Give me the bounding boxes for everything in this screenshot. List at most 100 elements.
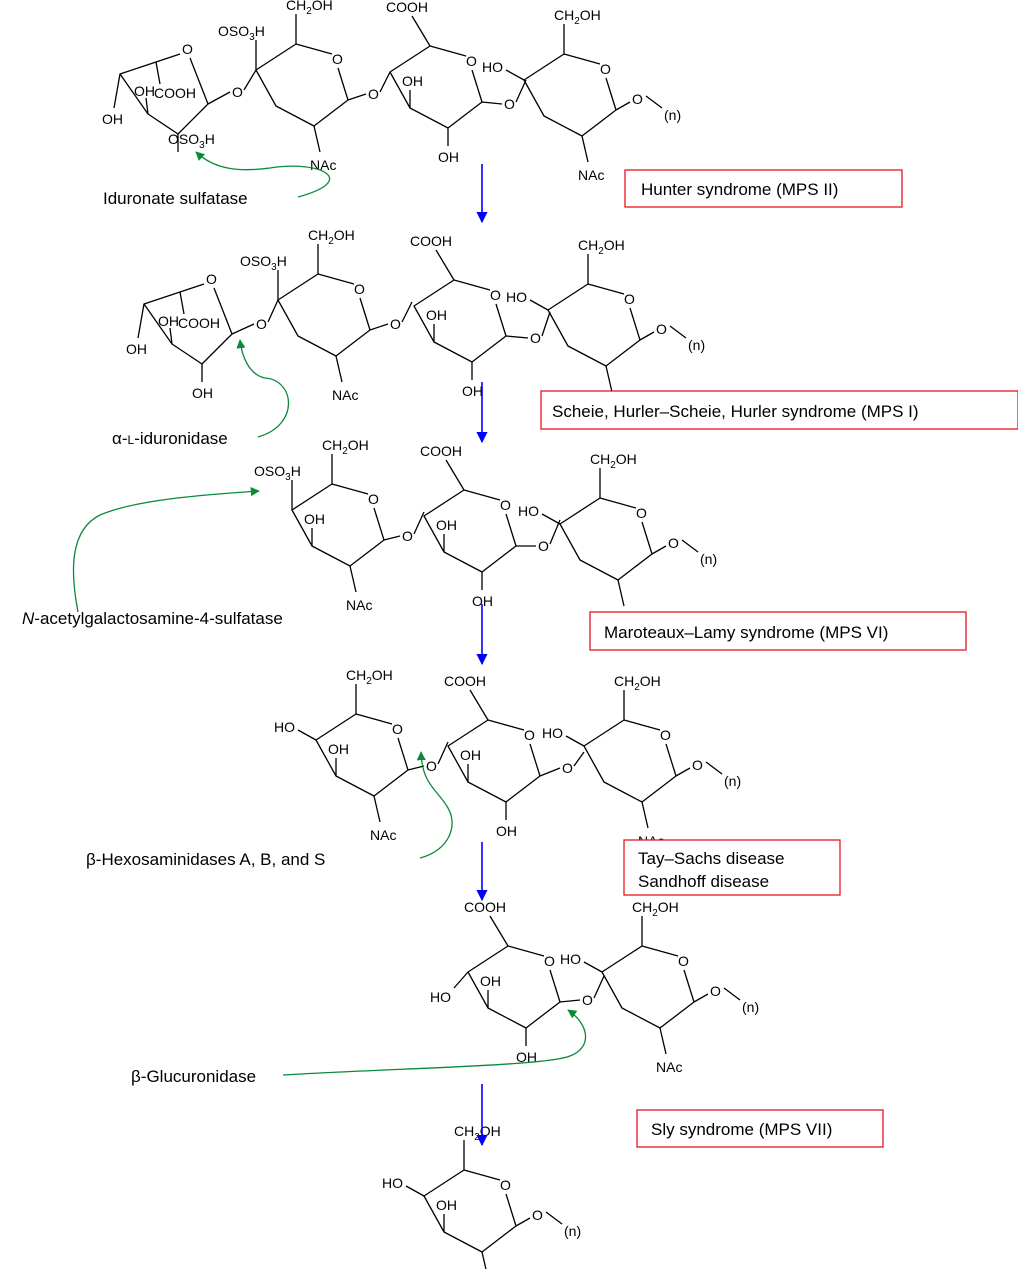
s5-galnac-nac: NAc — [656, 1059, 682, 1075]
s1-ido-oso3h: OSO3H — [168, 131, 215, 151]
s4-galnac2-ring — [583, 719, 677, 803]
s2-galnac-ring — [277, 273, 371, 357]
s2-galnac2-chain-n: (n) — [688, 337, 705, 353]
s2-ido-c4oh — [137, 303, 145, 339]
disease-box-mps1 — [540, 390, 1018, 430]
s3-galnac2-ch2oh: CH2OH — [590, 451, 637, 471]
s3-glca-c3-oh: OH — [436, 517, 457, 533]
s1-ido-c4oh — [113, 73, 121, 109]
s1-galnac2-ring — [523, 53, 617, 137]
s2-galnac2-chain — [639, 325, 687, 341]
s4-galnac-nac: NAc — [370, 827, 396, 843]
enzyme-galnac4s: N-acetylgalactosamine-4-sulfatase — [22, 609, 283, 628]
s6-galnac-ring — [423, 1169, 517, 1253]
s2-ido-c2-oh: OH — [192, 385, 213, 401]
s3-galnac-oso3h: OSO3H — [254, 463, 301, 483]
s4-l2-link — [539, 751, 585, 777]
s5-glca-ring — [467, 945, 561, 1029]
s2-galnac-oso3h: OSO3H — [240, 253, 287, 273]
s5-galnac-c4sub — [583, 961, 603, 973]
s2-ido-c3oh — [169, 327, 173, 345]
s2-ido-ring-o: O — [206, 271, 217, 287]
s5-glca-c4ho — [453, 971, 469, 989]
s1-l1-link-o: O — [232, 84, 243, 100]
s3-glca-ring — [423, 489, 517, 573]
s4-glca-cooh: COOH — [444, 673, 486, 689]
s4-glca-ring — [447, 719, 541, 803]
s3-galnac2-chain-o: O — [668, 535, 679, 551]
s1-ido-c4-oh: OH — [102, 111, 123, 127]
s5-galnac-ch2oh: CH2OH — [632, 899, 679, 919]
s1-galnac2-ch2oh: CH2OH — [554, 7, 601, 27]
s6-galnac-chain — [515, 1211, 563, 1227]
s1-galnac2-nac: NAc — [578, 167, 604, 183]
s6-galnac-c4-ho: HO — [382, 1175, 403, 1191]
s5-galnac-c2sub — [659, 1027, 667, 1055]
s4-galnac-c3-oh: OH — [328, 741, 349, 757]
s3-glca-c2-oh: OH — [472, 593, 493, 609]
s1-galnac2-chain — [615, 95, 663, 111]
s6-galnac-chain-n: (n) — [564, 1223, 581, 1239]
s3-l2-link-o: O — [538, 538, 549, 554]
enzyme-arrow-glucuronidase — [282, 1009, 587, 1076]
s1-l1-link — [207, 69, 257, 105]
disease-mps7: Sly syndrome (MPS VII) — [651, 1120, 832, 1139]
s3-galnac2-c2sub — [617, 579, 625, 607]
s2-galnac2-ring — [547, 283, 641, 367]
s1-galnac-oso3h: OSO3H — [218, 23, 265, 43]
enzyme-glucuronidase: β-Glucuronidase — [131, 1067, 256, 1086]
s2-glca-cooh: COOH — [410, 233, 452, 249]
s2-ido-ring — [143, 283, 233, 365]
s3-glca-ring-o: O — [500, 497, 511, 513]
s2-glca-ring-o: O — [490, 287, 501, 303]
s1-galnac2-c4-ho: HO — [482, 59, 503, 75]
s4-galnac2-chain-n: (n) — [724, 773, 741, 789]
s2-galnac-c2sub — [335, 355, 343, 383]
s2-l3-link — [505, 311, 551, 339]
s5-l1-link — [559, 975, 605, 1003]
s4-galnac2-ch2oh: CH2OH — [614, 673, 661, 693]
s5-galnac-ring — [601, 945, 695, 1029]
s1-l3-link — [481, 79, 527, 105]
disease-box-mps2 — [624, 169, 903, 208]
enzyme-galnac4s-rest: -acetylgalactosamine-4-sulfatase — [34, 609, 283, 628]
s5-galnac-chain-n: (n) — [742, 999, 759, 1015]
s1-galnac2-ring-o: O — [600, 61, 611, 77]
s3-galnac-ring-o: O — [368, 491, 379, 507]
s5-glca-cooh: COOH — [464, 899, 506, 915]
s3-l2-link — [516, 519, 561, 547]
molecule-structures — [113, 14, 741, 1269]
s1-galnac-ring — [255, 43, 349, 127]
s2-ido-cooh: COOH — [178, 315, 220, 331]
enzyme-galnac4s-n: N — [22, 609, 35, 628]
enzyme-arrow-hexosaminidases — [416, 751, 453, 859]
disease-box-mps6 — [589, 611, 967, 651]
s1-galnac-ch2oh: CH2OH — [286, 0, 333, 17]
s3-galnac-c2sub — [349, 565, 357, 593]
s2-glca-c2-oh: OH — [462, 383, 483, 399]
s2-galnac2-c4sub — [529, 299, 549, 311]
s5-l1-link-o: O — [582, 992, 593, 1008]
s1-galnac-ring-o: O — [332, 51, 343, 67]
s4-galnac-ch2oh: CH2OH — [346, 667, 393, 687]
s6-galnac-ch2oh: CH2OH — [454, 1123, 501, 1143]
s3-galnac2-c4-ho: HO — [518, 503, 539, 519]
s6-galnac-c3-oh: OH — [436, 1197, 457, 1213]
s3-l1-link-o: O — [402, 528, 413, 544]
enzyme-alpha-iduronidase: α-L-iduronidase — [112, 429, 228, 448]
s1-ido-ring-o: O — [182, 41, 193, 57]
s3-glca-cooh: COOH — [420, 443, 462, 459]
s1-galnac-nac: NAc — [310, 157, 336, 173]
s1-glca-c6 — [411, 15, 431, 47]
s2-galnac-ring-o: O — [354, 281, 365, 297]
s1-glca-cooh: COOH — [386, 0, 428, 15]
s4-galnac2-chain-o: O — [692, 757, 703, 773]
s2-l2-link — [369, 301, 413, 331]
s2-l2-link-o: O — [390, 316, 401, 332]
s4-galnac-c2sub — [373, 795, 381, 823]
s2-l3-link-o: O — [530, 330, 541, 346]
s1-galnac2-chain-o: O — [632, 91, 643, 107]
disease-box-gm2 — [623, 839, 841, 896]
s2-galnac-nac: NAc — [332, 387, 358, 403]
